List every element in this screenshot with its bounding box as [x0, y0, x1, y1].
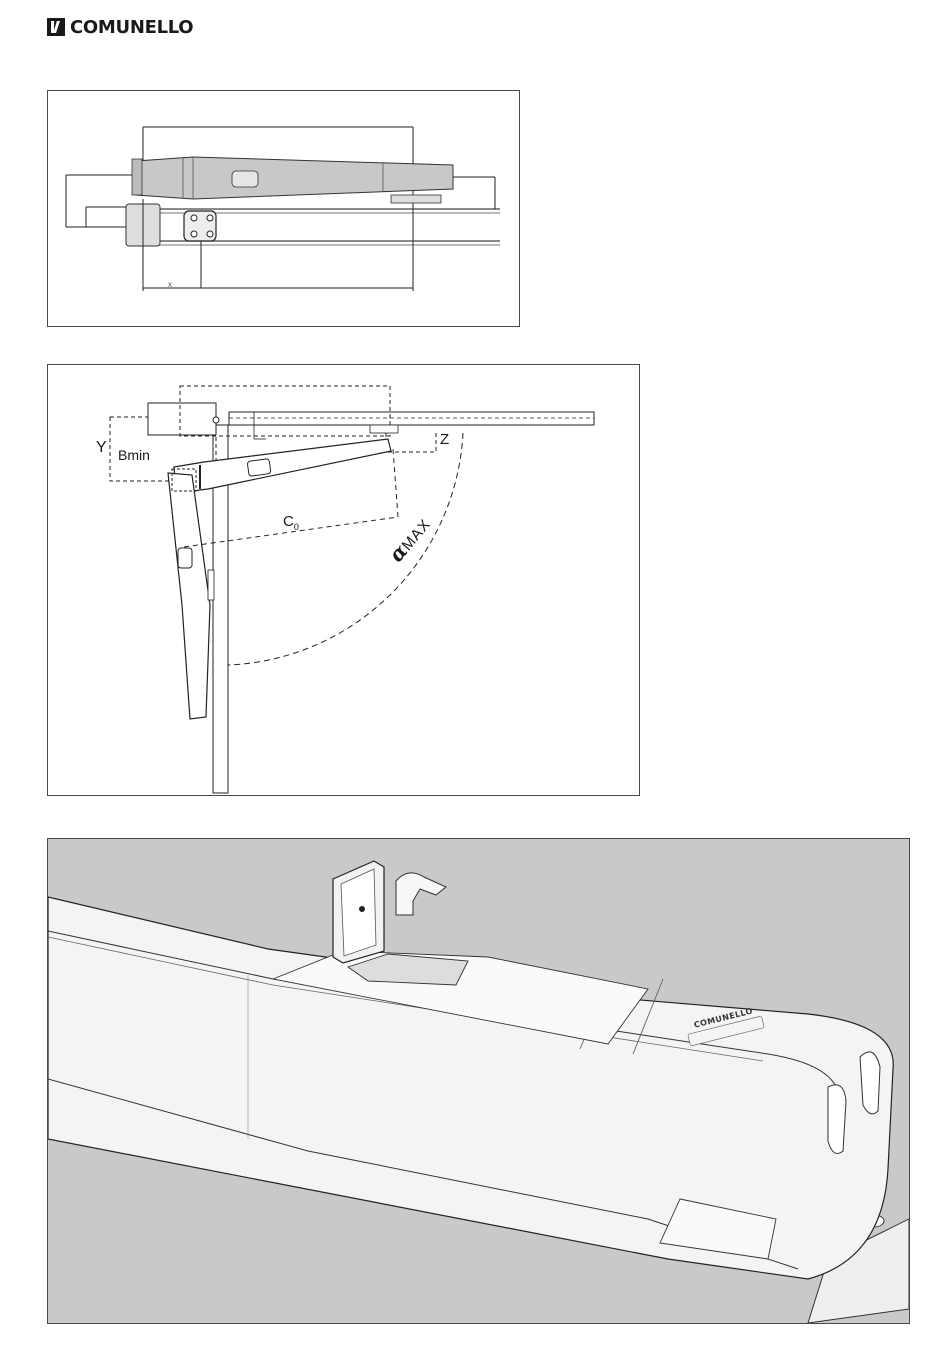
- figure-opening-angle: Y Bmin Z C0 αMAX: [47, 364, 640, 796]
- figure-motor-housing: COMUNELLO: [47, 838, 910, 1324]
- dimension-x-label: x: [168, 280, 172, 289]
- top-view-drawing: [48, 91, 519, 326]
- label-bmin: Bmin: [118, 447, 150, 463]
- label-c: C: [283, 513, 294, 530]
- brand-logo-icon: [47, 18, 65, 36]
- label-c-subscript: 0: [294, 522, 299, 532]
- figure-top-view: x: [47, 90, 520, 327]
- motor-housing-drawing: [48, 839, 909, 1323]
- brand-name: COMUNELLO: [70, 17, 193, 38]
- label-z: Z: [440, 431, 449, 448]
- opening-angle-drawing: [48, 365, 639, 795]
- label-y: Y: [96, 439, 107, 457]
- brand-logo: COMUNELLO: [47, 16, 193, 38]
- label-c0: C0: [283, 513, 299, 532]
